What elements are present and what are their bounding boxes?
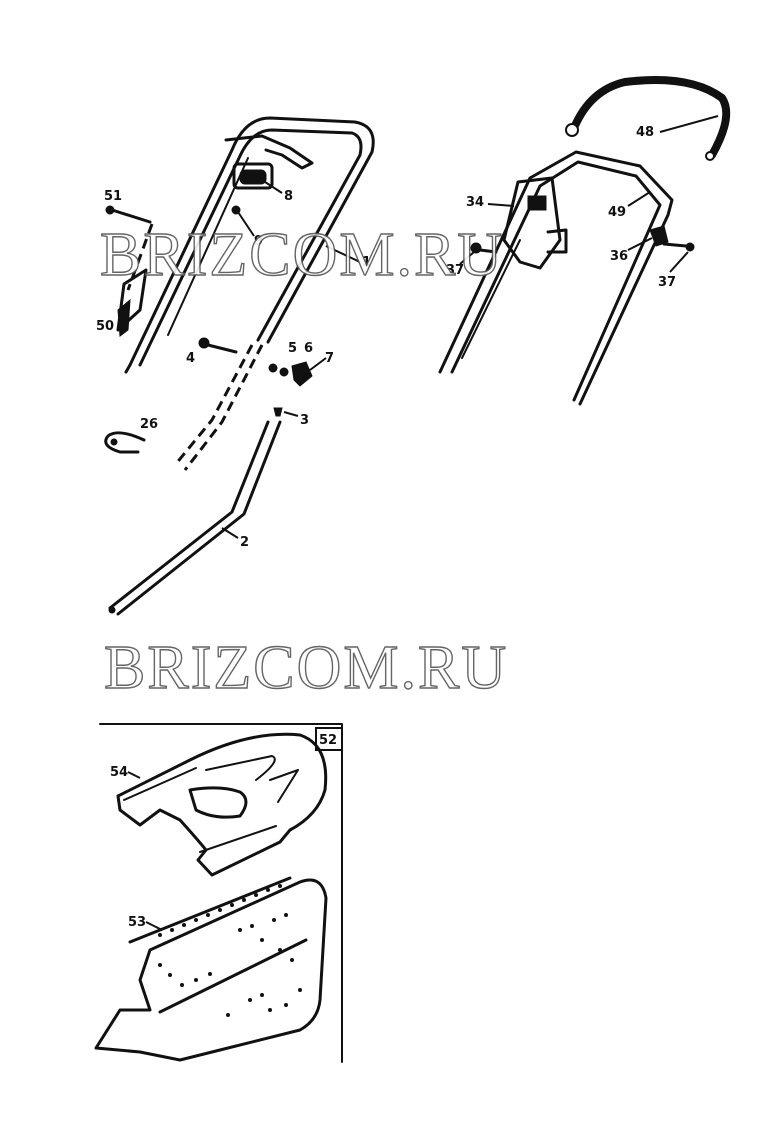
label-49: 49 bbox=[608, 205, 626, 220]
label-4: 4 bbox=[186, 351, 195, 366]
label-51: 51 bbox=[104, 189, 122, 204]
grass-catcher-frame bbox=[99, 723, 343, 1063]
label-48: 48 bbox=[636, 125, 654, 140]
label-3: 3 bbox=[300, 413, 309, 428]
screw-part-37-right bbox=[662, 242, 695, 252]
lower-handle-ghost bbox=[173, 344, 264, 471]
part-labels: 8 9 1 51 50 4 5 6 7 26 3 2 48 34 49 37 3… bbox=[96, 115, 719, 931]
upper-handle-part-1 bbox=[124, 116, 375, 374]
bolt-part-4 bbox=[198, 337, 238, 354]
label-50: 50 bbox=[96, 319, 114, 334]
cable-clip-part-26 bbox=[104, 431, 146, 454]
catcher-lid-part-54 bbox=[116, 732, 328, 877]
label-54: 54 bbox=[110, 765, 128, 780]
mesh-pattern bbox=[158, 884, 302, 1017]
cable-part-48 bbox=[565, 76, 731, 161]
label-53: 53 bbox=[128, 915, 146, 930]
bracket-part-36 bbox=[649, 225, 669, 247]
label-6: 6 bbox=[304, 341, 313, 356]
switch-housing-part-34 bbox=[502, 176, 568, 270]
label-36: 36 bbox=[610, 249, 628, 264]
screw-part-37-left bbox=[470, 242, 498, 254]
handle-part-49 bbox=[438, 150, 674, 406]
cable-clamp-part-50 bbox=[105, 205, 154, 337]
label-2: 2 bbox=[240, 535, 249, 550]
fasteners-parts-5-6-7 bbox=[268, 361, 313, 387]
label-7: 7 bbox=[325, 351, 334, 366]
watermark-middle: BRIZCOM.RU bbox=[104, 634, 508, 702]
watermark-upper: BRIZCOM.RU bbox=[100, 221, 504, 289]
label-34: 34 bbox=[466, 195, 484, 210]
label-26: 26 bbox=[140, 417, 158, 432]
label-9: 9 bbox=[254, 234, 263, 249]
label-52: 52 bbox=[319, 733, 337, 748]
label-1: 1 bbox=[362, 255, 371, 270]
label-37-left: 37 bbox=[446, 263, 464, 278]
label-5: 5 bbox=[288, 341, 297, 356]
label-37-right: 37 bbox=[658, 275, 676, 290]
label-8: 8 bbox=[284, 189, 293, 204]
catcher-basket-part-53 bbox=[94, 876, 328, 1062]
lower-handle-part-2 bbox=[108, 407, 283, 616]
